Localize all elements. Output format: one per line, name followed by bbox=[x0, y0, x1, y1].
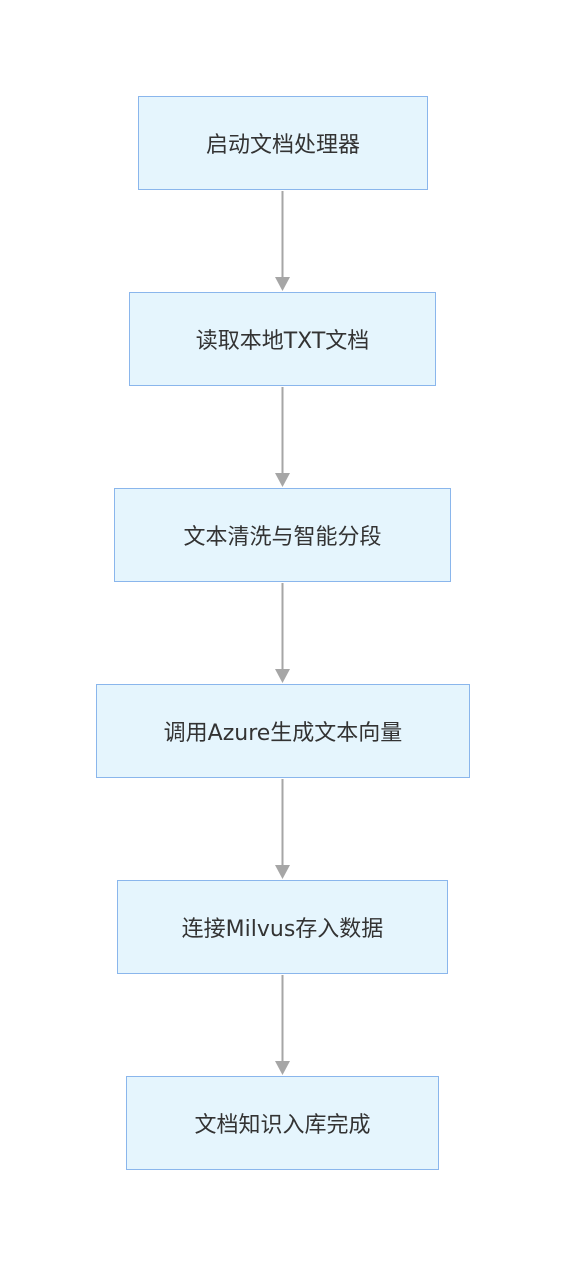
edge-4-5-arrowhead bbox=[275, 865, 290, 879]
flow-node-read-txt: 读取本地TXT文档 bbox=[129, 292, 436, 386]
flow-node-clean-segment: 文本清洗与智能分段 bbox=[114, 488, 451, 582]
edge-1-2-arrowhead bbox=[275, 277, 290, 291]
edge-3-4-arrowhead bbox=[275, 669, 290, 683]
flow-node-azure-embedding: 调用Azure生成文本向量 bbox=[96, 684, 470, 778]
flow-node-label: 调用Azure生成文本向量 bbox=[163, 721, 403, 746]
flow-node-label: 文本清洗与智能分段 bbox=[183, 525, 382, 550]
flow-node-start-processor: 启动文档处理器 bbox=[138, 96, 428, 190]
edge-5-6-arrowhead bbox=[275, 1061, 290, 1075]
flow-node-milvus-store: 连接Milvus存入数据 bbox=[117, 880, 448, 974]
flow-node-label: 连接Milvus存入数据 bbox=[181, 917, 384, 942]
edge-2-3-arrowhead bbox=[275, 473, 290, 487]
flow-node-label: 文档知识入库完成 bbox=[194, 1113, 371, 1138]
flow-node-label: 启动文档处理器 bbox=[205, 133, 360, 158]
flow-node-label: 读取本地TXT文档 bbox=[195, 329, 370, 354]
flow-node-ingest-complete: 文档知识入库完成 bbox=[126, 1076, 439, 1170]
